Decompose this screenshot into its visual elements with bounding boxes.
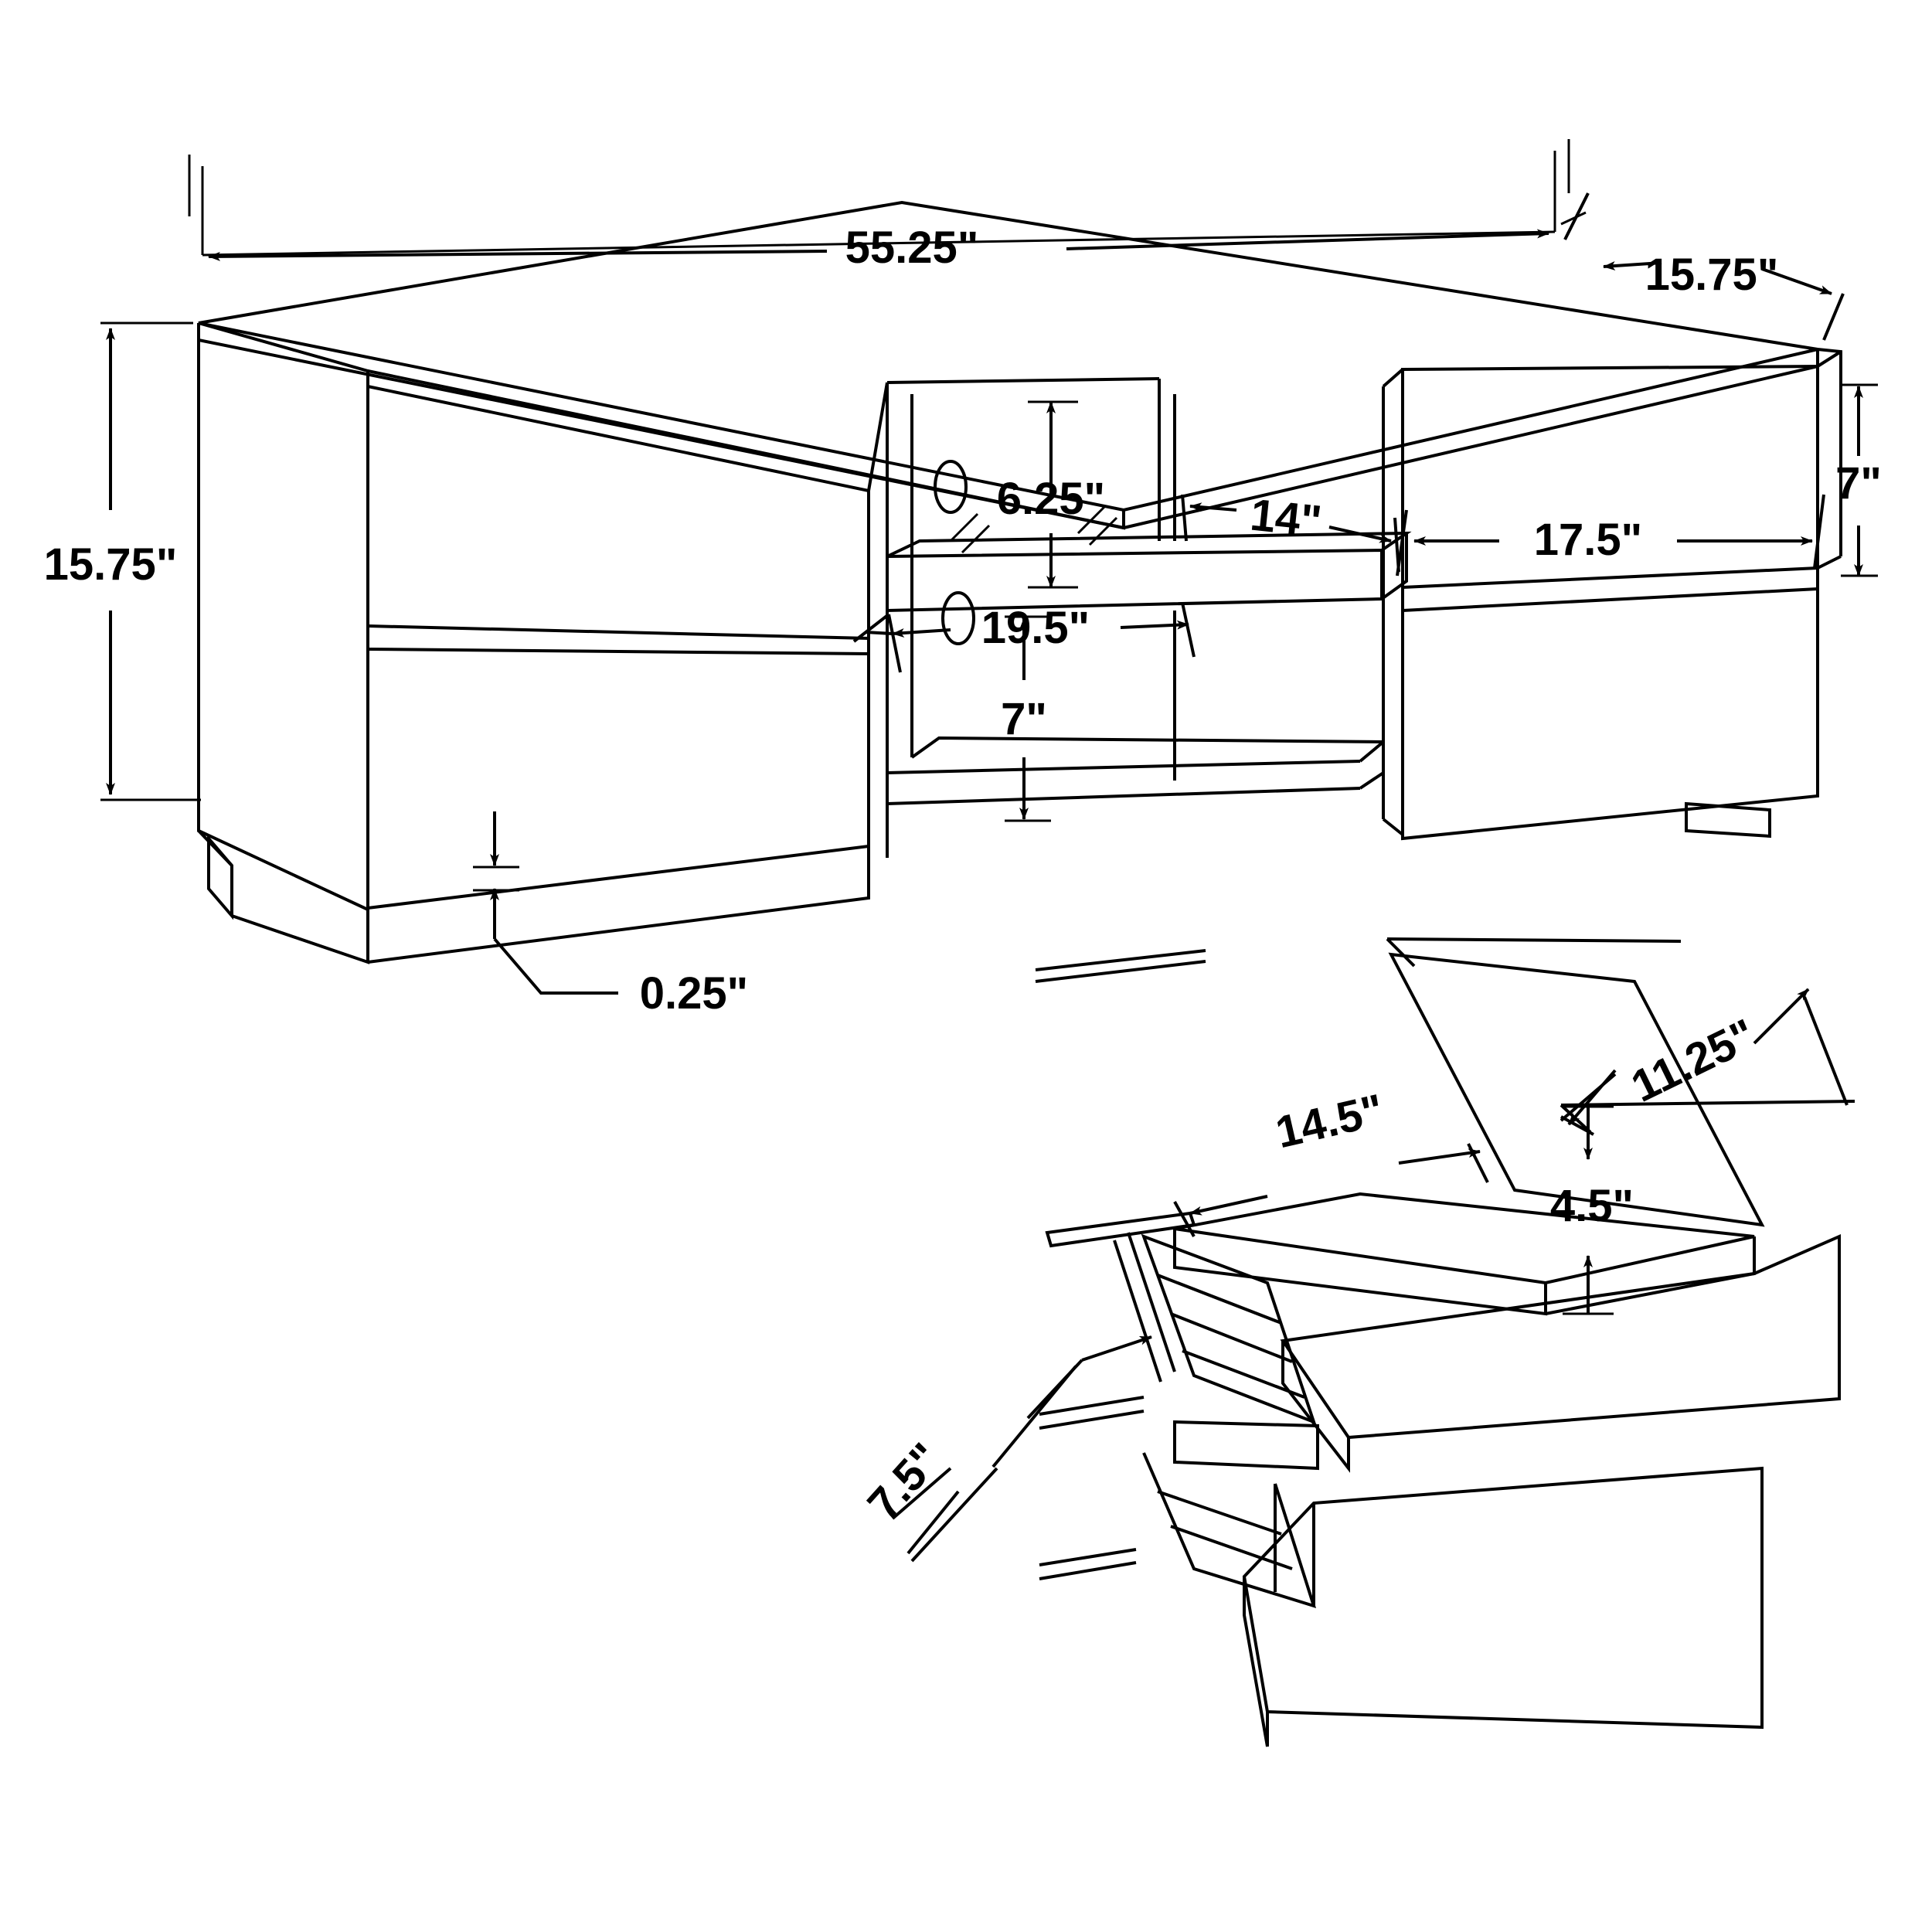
main-view-console <box>197 200 1842 964</box>
dim-overall-height <box>100 321 201 801</box>
dim-overall-width <box>188 139 1570 261</box>
label-drawer-height: 4.5" <box>1550 1181 1634 1231</box>
dim-overall-depth <box>1560 192 1845 341</box>
label-upper-opening-height: 6.25" <box>997 474 1105 524</box>
label-runner-length: 7.5" <box>858 1434 951 1529</box>
label-lower-opening-height: 7" <box>1001 694 1047 744</box>
dim-left-section-width <box>852 602 1196 673</box>
label-right-section-width: 17.5" <box>1534 515 1642 565</box>
dim-right-section-width <box>1396 494 1825 577</box>
dim-center-opening-width <box>1181 494 1400 573</box>
dim-plinth-height <box>473 811 618 995</box>
dim-upper-opening-height <box>1028 400 1078 589</box>
label-overall-height: 15.75" <box>44 539 178 590</box>
dim-drawer-width <box>1173 1143 1489 1237</box>
detail-view-drawer <box>1035 949 1841 1747</box>
label-center-opening-width: 14" <box>1248 489 1324 546</box>
label-right-panel-height: 7" <box>1835 458 1882 509</box>
dim-lower-opening-height <box>1005 615 1051 822</box>
label-left-section-width: 19.5" <box>981 603 1090 653</box>
dim-runner-length <box>891 1335 1152 1563</box>
label-overall-width: 55.25" <box>845 223 979 273</box>
dim-right-panel-height <box>1841 383 1878 577</box>
label-overall-depth: 15.75" <box>1645 250 1779 300</box>
label-plinth-height: 0.25" <box>640 968 748 1019</box>
label-drawer-width: 14.5" <box>1271 1085 1388 1158</box>
dim-drawer-height <box>1563 1105 1614 1315</box>
dim-drawer-depth <box>1386 937 1855 1136</box>
